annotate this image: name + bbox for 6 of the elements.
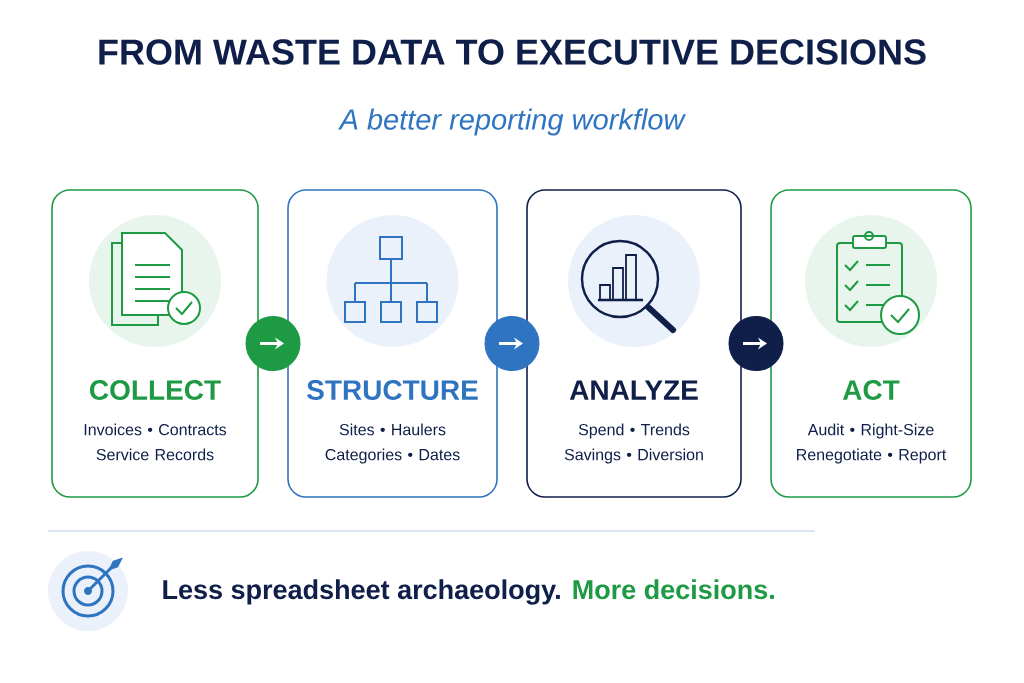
arrow-button (245, 316, 301, 371)
title: FROM WASTE DATA TO EXECUTIVE DECISIONS (99, 39, 926, 65)
tagline: Less spreadsheet archaeology. More decisions. (163, 579, 774, 605)
arrow-button (484, 316, 540, 371)
subtitle: A better reporting workflow (338, 108, 686, 136)
arrow-button (728, 316, 784, 371)
